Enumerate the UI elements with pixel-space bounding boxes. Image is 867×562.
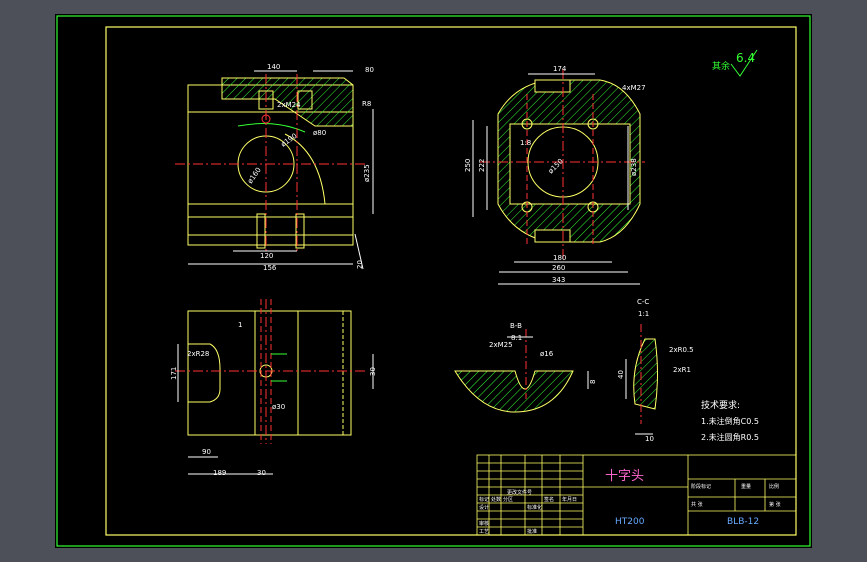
front-dim-20: 20 [356,260,364,269]
top-arrow-label: 1 [238,321,242,329]
roughness-symbol: 其余 6.4 [712,49,758,77]
tb-sign: 签名 [544,496,554,503]
tb-zone: 分区 [503,496,513,503]
front-dim-140: 140 [267,63,280,71]
front-dim-156: 156 [263,264,277,272]
roughness-label: 其余 [712,60,730,72]
front-dim-phi80: ø80 [313,129,326,137]
top-dim-171: 171 [170,367,178,380]
front-view [175,70,374,270]
side-dim-260: 260 [552,264,565,272]
top-dim-189: 189 [213,469,226,477]
front-dim-r8: R8 [362,100,371,108]
tech-req-title: 技术要求: [701,399,740,411]
tb-design: 设计 [479,504,489,511]
section-c-r1: 2xR1 [673,366,691,374]
tech-req-item-2: 2.未注圆角R0.5 [701,432,759,442]
side-dim-222: 222 [478,159,486,172]
tb-standard: 标准化 [527,504,542,511]
front-dim-phi235: ø235 [363,164,371,182]
roughness-value: 6.4 [736,51,755,65]
top-dim-90: 90 [202,448,211,456]
engineering-drawing: 140 80 R8 2xM24 ø80 ø190 ø160 ø235 120 1… [56,15,811,547]
outer-frame [56,15,811,547]
front-dim-80: 80 [365,66,374,74]
tb-change: 更改文件号 [507,489,532,496]
section-c-h40: 40 [617,370,625,379]
section-c-label: C-C [637,298,649,306]
tb-scale: 比例 [769,483,779,490]
front-dim-hole: 2xM24 [277,101,301,109]
section-c-w10: 10 [645,435,654,443]
side-view [472,69,645,285]
front-dim-phi190: ø190 [280,132,299,149]
title-block [476,454,797,536]
drawing-number: BLB-12 [727,517,759,527]
top-view [175,299,374,475]
side-dim-phi238: ø238 [630,158,638,176]
side-dim-hole: 4xM27 [622,84,646,92]
front-dim-120: 120 [260,252,273,260]
top-dim-right30: 30 [369,367,377,376]
section-c-view [625,324,658,435]
section-b-label: B-B [510,322,522,330]
material: HT200 [615,517,645,527]
part-name: 十字头 [605,469,644,484]
section-b-phi16: ø16 [540,350,554,358]
side-dim-180: 180 [553,254,566,262]
section-c-r05: 2xR0.5 [669,346,694,354]
inner-frame [105,26,797,536]
side-dim-174: 174 [553,65,567,73]
tb-weight: 重量 [741,483,751,490]
tb-date: 年月日 [562,496,577,503]
tb-sheet: 第 张 [769,501,781,508]
tb-total: 共 张 [691,501,703,508]
tb-approve: 批准 [527,528,537,535]
side-dim-tol: 1:8 [520,139,531,147]
section-b-m25: 2xM25 [489,341,513,349]
section-b-scale: 8:1 [511,334,522,342]
front-dim-phi160: ø160 [246,166,263,185]
tb-stage: 阶段标记 [691,483,711,490]
tb-review: 审核 [479,520,489,527]
top-dim-phi30: ø30 [272,403,285,411]
section-b-view [454,329,589,413]
tb-mark: 标记 [479,496,489,503]
side-dim-250: 250 [464,159,472,172]
tb-count: 处数 [491,496,501,503]
drawing-sheet: 140 80 R8 2xM24 ø80 ø190 ø160 ø235 120 1… [55,14,812,548]
tech-req-item-1: 1.未注倒角C0.5 [701,416,759,426]
top-dim-30: 30 [257,469,266,477]
section-c-scale: 1:1 [638,310,649,318]
top-dim-r28: 2xR28 [187,350,209,358]
section-b-h8: 8 [589,380,597,384]
side-dim-343: 343 [552,276,565,284]
tb-process: 工艺 [479,529,489,535]
